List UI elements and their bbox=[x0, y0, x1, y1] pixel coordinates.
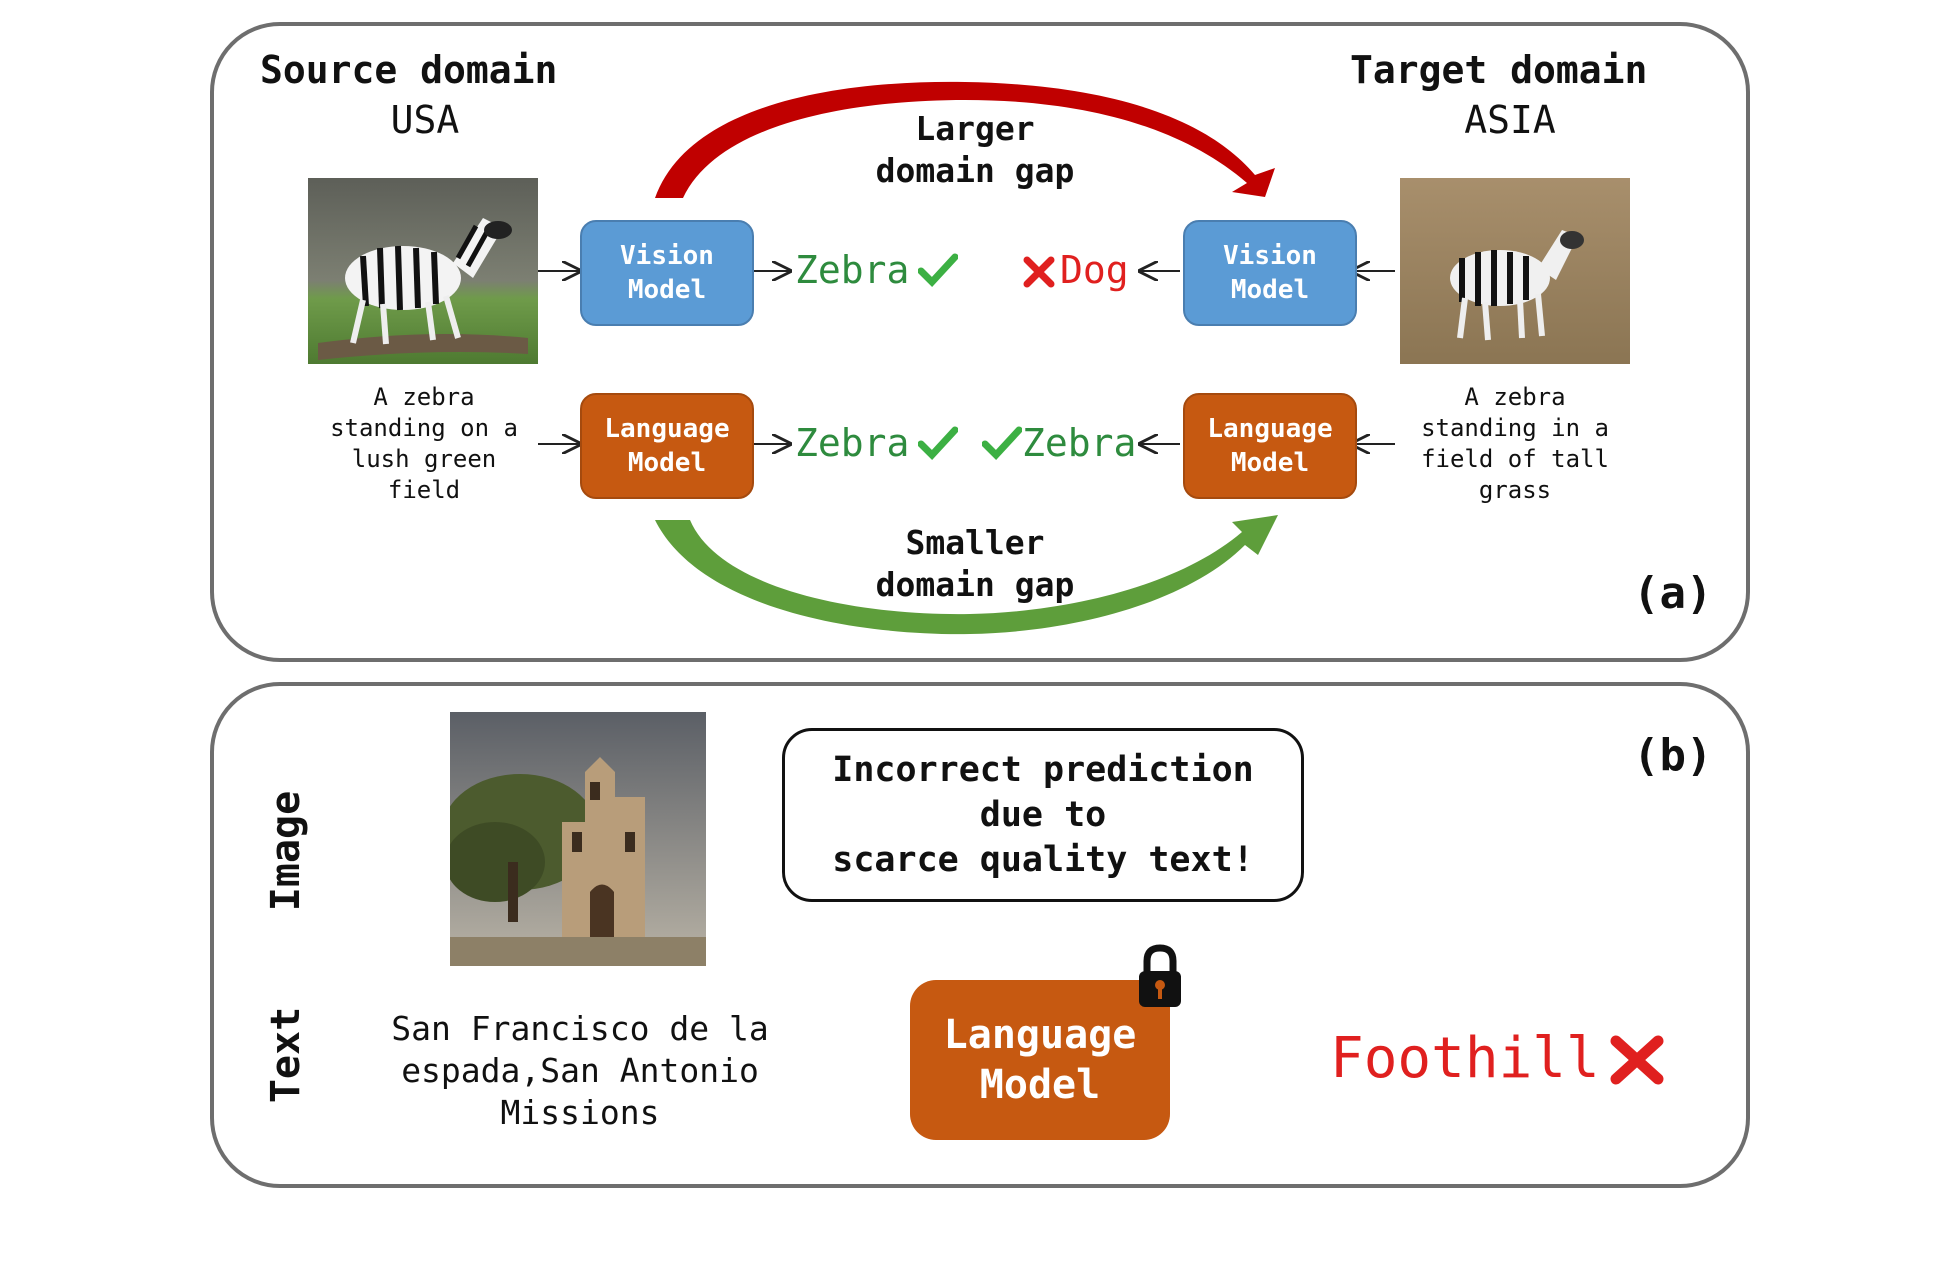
larger-gap-arc bbox=[655, 81, 1275, 198]
cross-icon bbox=[1610, 1035, 1664, 1085]
source-language-model: Language Model bbox=[580, 393, 754, 499]
check-icon bbox=[918, 253, 958, 288]
pred-tgt-vision: Dog bbox=[1060, 248, 1129, 292]
prediction-foothill: Foothill bbox=[1330, 1026, 1600, 1091]
panel-b-label: (b) bbox=[1633, 730, 1713, 781]
church-image bbox=[450, 712, 706, 966]
pred-src-vision-text: Zebra bbox=[795, 248, 910, 292]
target-language-model-label: Language Model bbox=[1207, 414, 1333, 478]
check-icon bbox=[918, 426, 958, 461]
row-label-text: Text bbox=[263, 1006, 309, 1104]
source-domain-title: Source domain bbox=[260, 48, 558, 92]
text-input: San Francisco de la espada,San Antonio M… bbox=[391, 1009, 769, 1132]
pred-tgt-language-text: Zebra bbox=[1022, 421, 1137, 465]
pred-tgt-vision-text: Dog bbox=[1060, 248, 1129, 292]
row-label-image: Image bbox=[263, 790, 309, 912]
pred-src-language: Zebra bbox=[795, 421, 909, 465]
cross-icon bbox=[1023, 256, 1055, 288]
target-vision-model: Vision Model bbox=[1183, 220, 1357, 326]
panel-a-label: (a) bbox=[1633, 568, 1713, 619]
frozen-language-model: Language Model bbox=[910, 980, 1170, 1140]
pred-tgt-language: Zebra bbox=[1022, 421, 1136, 465]
pred-src-vision: Zebra bbox=[795, 248, 909, 292]
pred-src-language-text: Zebra bbox=[795, 421, 910, 465]
lock-icon bbox=[1139, 944, 1181, 1007]
smaller-gap-label: Smaller domain gap bbox=[875, 523, 1075, 604]
target-region: ASIA bbox=[1464, 98, 1556, 142]
target-language-model: Language Model bbox=[1183, 393, 1357, 499]
source-zebra-image bbox=[308, 178, 538, 364]
smaller-gap-arc bbox=[655, 515, 1278, 635]
target-vision-model-label: Vision Model bbox=[1223, 241, 1317, 305]
target-zebra-image bbox=[1400, 178, 1630, 364]
source-language-model-label: Language Model bbox=[604, 414, 730, 478]
target-domain-title: Target domain bbox=[1350, 48, 1648, 92]
source-caption: A zebra standing on a lush green field bbox=[330, 383, 518, 504]
incorrect-prediction-message: Incorrect prediction due to scarce quali… bbox=[782, 728, 1304, 902]
source-region: USA bbox=[390, 98, 460, 142]
larger-gap-label: Larger domain gap bbox=[875, 109, 1075, 190]
source-vision-model-label: Vision Model bbox=[620, 241, 714, 305]
target-caption: A zebra standing in a field of tall gras… bbox=[1421, 383, 1609, 504]
check-icon bbox=[982, 426, 1022, 461]
frozen-language-model-label: Language Model bbox=[943, 1012, 1137, 1108]
source-vision-model: Vision Model bbox=[580, 220, 754, 326]
